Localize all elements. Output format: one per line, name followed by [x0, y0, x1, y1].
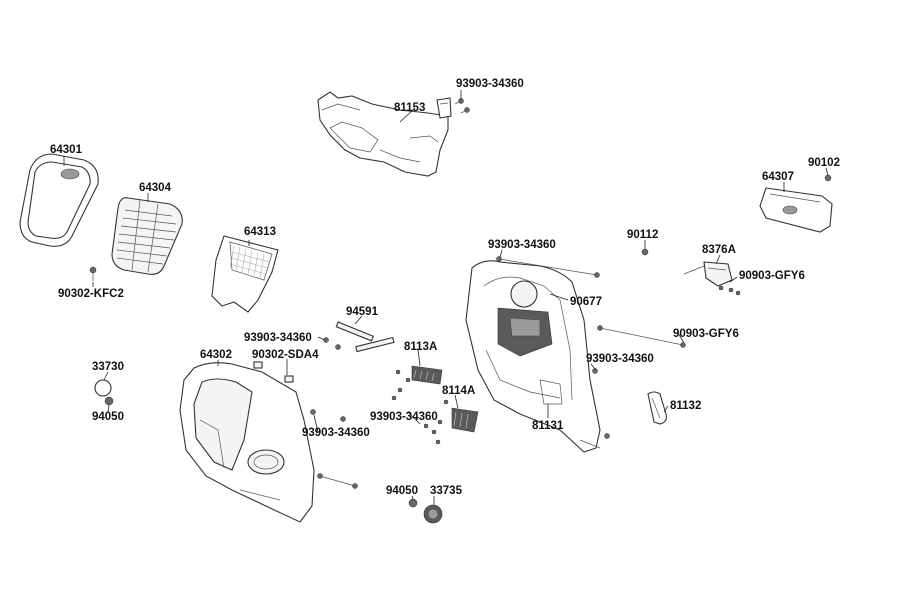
part-label-64307: 64307 [762, 171, 794, 183]
part-label-93903-34360-lower: 93903-34360 [302, 427, 370, 439]
screws-93903-mid-drawing [323, 337, 341, 350]
part-label-90903-GFY6-upper: 90903-GFY6 [739, 270, 805, 282]
part-labels: 81153 93903-34360 64301 64304 90102 6430… [50, 78, 840, 497]
front-leg-shield-drawing [179, 362, 315, 523]
part-label-8376A: 8376A [702, 244, 736, 256]
reflector-strips-drawing [335, 321, 395, 353]
inner-mesh-drawing [211, 235, 279, 313]
part-label-81132: 81132 [670, 400, 701, 412]
part-label-90112: 90112 [627, 229, 658, 241]
part-label-94050-bottom: 94050 [386, 485, 418, 497]
screws-vents-drawing [391, 369, 449, 445]
part-label-8113A: 8113A [404, 341, 437, 353]
part-label-33735: 33735 [430, 485, 463, 497]
glove-box-lid-drawing [759, 187, 833, 233]
part-label-33730: 33730 [92, 361, 124, 373]
trim-ring-drawing [647, 391, 667, 425]
part-label-90102: 90102 [808, 157, 840, 169]
leader-lines [63, 90, 829, 505]
part-label-81153: 81153 [394, 102, 425, 114]
part-label-90302-KFC2: 90302-KFC2 [58, 288, 124, 300]
part-label-81131: 81131 [532, 420, 564, 432]
latch-drawing [683, 261, 741, 296]
knob-33735-drawing [408, 498, 443, 524]
part-label-93903-34360-top: 93903-34360 [456, 78, 524, 90]
clips-90302-sda4-drawing [253, 361, 294, 383]
inner-leg-shield-drawing [465, 260, 601, 453]
part-label-93903-34360-center: 93903-34360 [370, 411, 438, 423]
front-grille-drawing [111, 197, 183, 275]
screw-90302-kfc2-drawing [89, 266, 97, 281]
front-panel-frame-drawing [19, 153, 99, 247]
screw-90102-drawing [824, 174, 832, 182]
screw-90112-drawing [641, 248, 649, 256]
part-label-90677: 90677 [570, 296, 602, 308]
part-label-64302: 64302 [200, 349, 232, 361]
knob-33730-drawing [94, 379, 114, 406]
part-label-93903-34360-right: 93903-34360 [586, 353, 654, 365]
part-label-94591: 94591 [346, 306, 379, 318]
part-label-90903-GFY6-lower: 90903-GFY6 [673, 328, 739, 340]
part-label-93903-34360-mid-left: 93903-34360 [244, 332, 312, 344]
handlebar-rear-cover-drawing [317, 91, 449, 177]
screws-top-drawing [454, 98, 470, 114]
part-label-64313: 64313 [244, 226, 276, 238]
screws-front-shield-drawing [310, 409, 358, 489]
part-label-93903-34360-upper-right: 93903-34360 [488, 239, 556, 251]
part-label-90302-SDA4: 90302-SDA4 [252, 349, 319, 361]
part-label-94050-left: 94050 [92, 411, 124, 423]
vent-8114a-drawing [451, 407, 479, 433]
part-label-8114A: 8114A [442, 385, 475, 397]
part-label-64304: 64304 [139, 182, 172, 194]
bracket-81153-drawing [436, 97, 452, 119]
part-label-64301: 64301 [50, 144, 83, 156]
vent-8113a-drawing [411, 365, 443, 385]
